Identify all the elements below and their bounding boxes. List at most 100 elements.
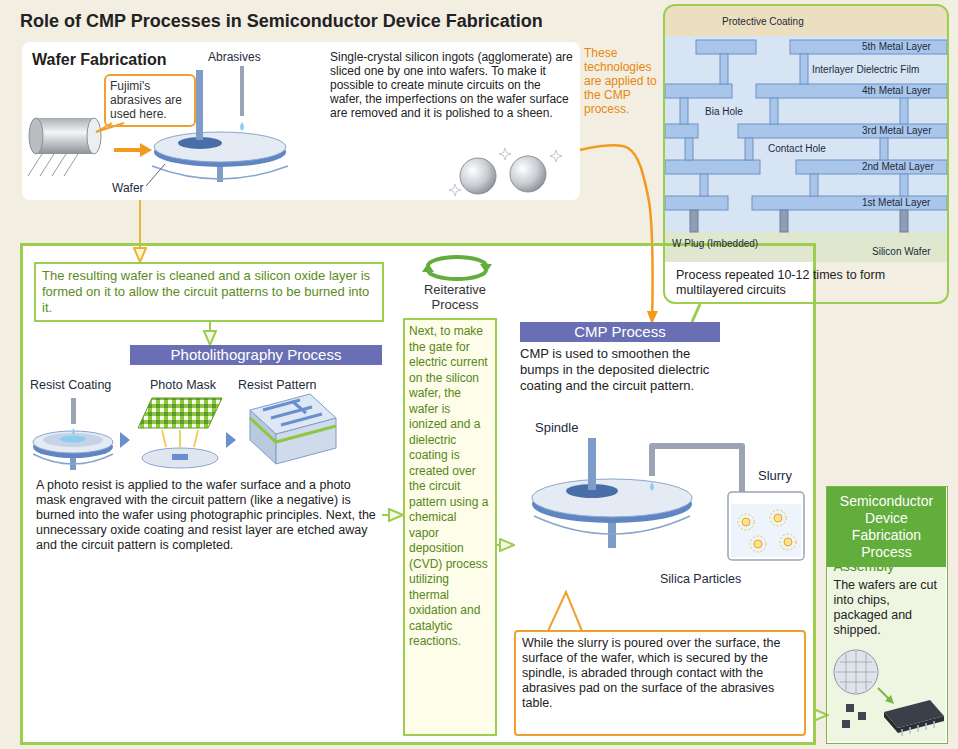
process-section: Photolithography ProcessA photo resist i… xyxy=(34,345,382,559)
part-label: Abrasives xyxy=(208,50,261,64)
box-text: The wafers are cut into chips, packaged … xyxy=(834,578,940,638)
photolithography-illustration xyxy=(43,433,103,447)
stage-box: AssemblyThe wafers are cut into chips, p… xyxy=(826,486,948,744)
reiterative-arrow xyxy=(428,270,486,279)
section-header: Photolithography Process xyxy=(130,345,382,365)
part-label: Slurry xyxy=(758,468,792,484)
ingot-illustration xyxy=(87,118,101,154)
metal-layer xyxy=(696,40,756,54)
box-fill xyxy=(34,262,384,322)
callout-tail xyxy=(96,123,124,132)
metal-layer xyxy=(738,124,947,138)
silica-particle xyxy=(750,536,766,552)
box-fill xyxy=(403,318,497,736)
w-plug xyxy=(780,210,788,232)
callout-bubble: Fujimi's abrasives are used here. xyxy=(104,74,196,127)
box-fill xyxy=(826,486,948,744)
layer-cross-section xyxy=(665,6,947,262)
photolithography-illustration xyxy=(142,448,218,468)
layer-cross-section xyxy=(665,6,947,36)
connector xyxy=(692,304,700,322)
layer-cross-section xyxy=(665,36,947,232)
silica-particle xyxy=(754,540,762,548)
ingot-illustration xyxy=(36,118,94,154)
photolithography-illustration xyxy=(172,454,188,460)
w-plug xyxy=(900,210,908,232)
layer-cross-section xyxy=(665,232,947,262)
polishing-table xyxy=(240,66,244,116)
inset-caption: Process repeated 10-12 times to form mul… xyxy=(676,268,938,298)
polishing-table xyxy=(196,70,203,140)
photolithography-illustration xyxy=(120,432,130,448)
metal-layer xyxy=(790,40,947,54)
callout-tail xyxy=(96,122,124,132)
polishing-table xyxy=(154,132,286,162)
silica-particle xyxy=(780,534,796,550)
polished-wafers xyxy=(510,156,546,192)
reiterative-arrow xyxy=(422,263,434,272)
step-label: Resist Pattern xyxy=(238,378,317,393)
polished-wafers xyxy=(499,148,511,160)
cycle-label: Reiterative Process xyxy=(405,282,505,312)
metal-layer xyxy=(665,40,947,210)
callout-tail xyxy=(96,122,582,632)
section-text: CMP is used to smoothen the bumps in the… xyxy=(520,346,725,394)
assembly-illustration xyxy=(834,650,878,694)
layer-label: Silicon Wafer xyxy=(872,246,931,258)
cmp-illustration xyxy=(731,504,801,557)
silica-particle xyxy=(742,518,750,526)
process-arrow xyxy=(114,143,152,157)
polished-wafers xyxy=(449,184,461,196)
via-hole xyxy=(900,98,908,124)
polishing-table xyxy=(152,166,288,179)
process-panel: Fujimi's abrasives are used here. Wafer F… xyxy=(22,42,580,200)
photolithography-illustration xyxy=(162,430,198,447)
callout-text: While the slurry is poured over the surf… xyxy=(522,636,798,711)
box-fill xyxy=(20,243,816,745)
section-header: CMP Process xyxy=(520,322,720,342)
polishing-table xyxy=(240,122,244,131)
assembly-illustration xyxy=(878,688,889,699)
silica-particle xyxy=(738,510,796,552)
metal-layer xyxy=(665,84,732,98)
layer-label: Bia Hole xyxy=(705,106,743,118)
box-text: The resulting wafer is cleaned and a sil… xyxy=(42,268,376,316)
layer-label: 4th Metal Layer xyxy=(862,85,931,97)
assembly-illustration xyxy=(858,712,866,720)
process-box: Next, to make the gate for electric curr… xyxy=(403,318,497,736)
silica-particle xyxy=(774,514,782,522)
photolithography-illustration xyxy=(33,394,336,470)
via-hole xyxy=(900,174,908,196)
photolithography-illustration xyxy=(138,398,222,428)
panel-heading: Wafer Fabrication xyxy=(32,50,232,70)
photolithography-illustration xyxy=(250,394,336,434)
photolithography-illustration xyxy=(33,454,113,464)
callout-box: While the slurry is poured over the surf… xyxy=(514,630,806,736)
cmp-illustration xyxy=(728,492,804,560)
via-hole xyxy=(685,138,693,160)
cmp-illustration xyxy=(652,446,742,492)
process-frame: The resulting wafer is cleaned and a sil… xyxy=(20,243,816,745)
via-hole xyxy=(680,98,688,124)
description-text: Single-crystal silicon ingots (agglomera… xyxy=(330,50,575,120)
connector xyxy=(382,514,403,516)
assembly-illustration xyxy=(902,721,934,736)
process-arrow xyxy=(140,143,152,157)
polished-wafers xyxy=(550,150,562,162)
cmp-illustration xyxy=(532,479,692,517)
connector-label: These technologies are applied to the CM… xyxy=(584,46,660,116)
reiterative-arrow xyxy=(422,257,492,279)
node-fills xyxy=(20,42,948,745)
stage-header: Semiconductor Device Fabrication Process xyxy=(827,487,946,567)
metal-layer xyxy=(752,196,947,210)
assembly-box: AssemblyThe wafers are cut into chips, p… xyxy=(828,552,946,742)
process-box: The resulting wafer is cleaned and a sil… xyxy=(34,262,384,322)
box-fill xyxy=(828,552,946,742)
box-fill xyxy=(22,42,580,200)
cmp-illustration xyxy=(650,482,654,491)
cmp-illustration xyxy=(534,516,690,534)
connector xyxy=(209,322,211,345)
